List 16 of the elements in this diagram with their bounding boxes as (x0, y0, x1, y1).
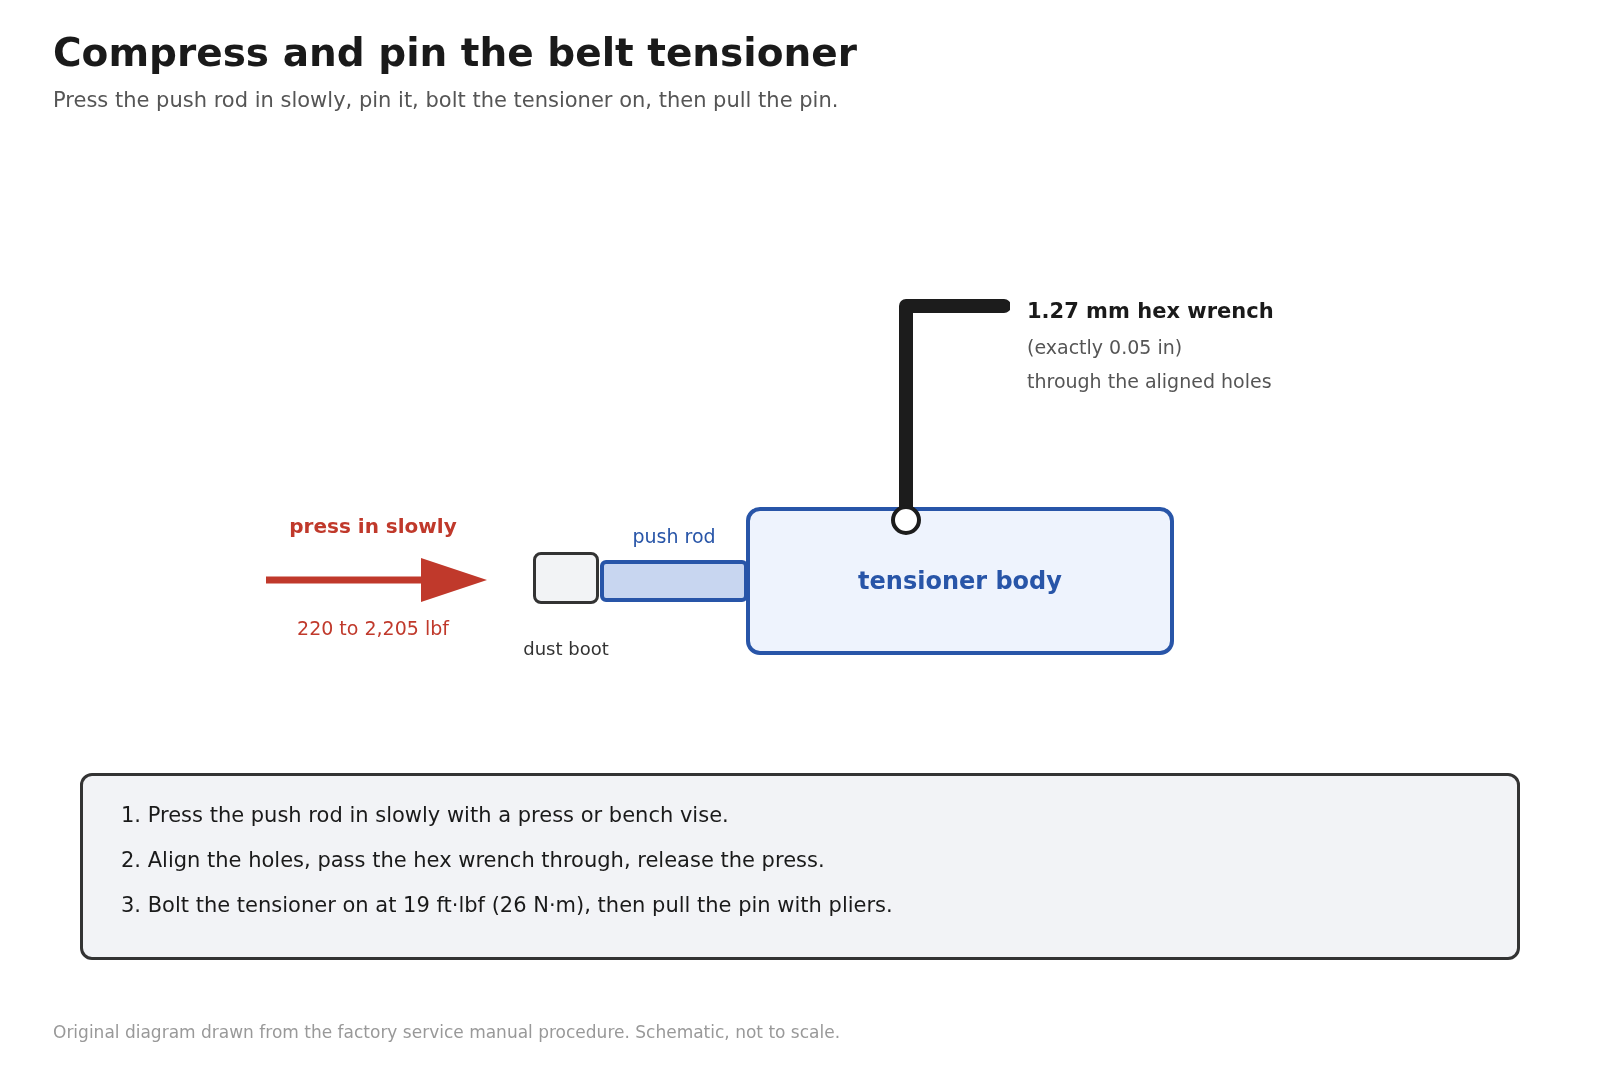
title: Compress and pin the belt tensioner (53, 30, 857, 75)
wrench-label: 1.27 mm hex wrench (1027, 299, 1274, 323)
wrench-note: (exactly 0.05 in) (1027, 336, 1183, 358)
steps-panel (80, 773, 1520, 960)
subtitle: Press the push rod in slowly, pin it, bolt the tensioner on, then pull the pin. (53, 88, 839, 112)
step-text: 1. Press the push rod in slowly with a press or bench vise. (121, 803, 729, 827)
part-label: push rod (632, 525, 716, 547)
footnote: Original diagram drawn from the factory service manual procedure. Schematic, not to scale. (53, 1022, 841, 1042)
part-label: tensioner body (858, 567, 1062, 595)
step-text: 3. Bolt the tensioner on at 19 ft·lbf (26 N·m), then pull the pin with pliers. (121, 893, 893, 917)
part-label: dust boot (523, 638, 609, 659)
force-label: press in slowly (289, 514, 457, 538)
tensioner-body-box (746, 507, 1174, 655)
step-text: 2. Align the holes, pass the hex wrench through, release the press. (121, 848, 825, 872)
force-value: 220 to 2,205 lbf (297, 617, 449, 639)
wrench-note: through the aligned holes (1027, 370, 1272, 392)
